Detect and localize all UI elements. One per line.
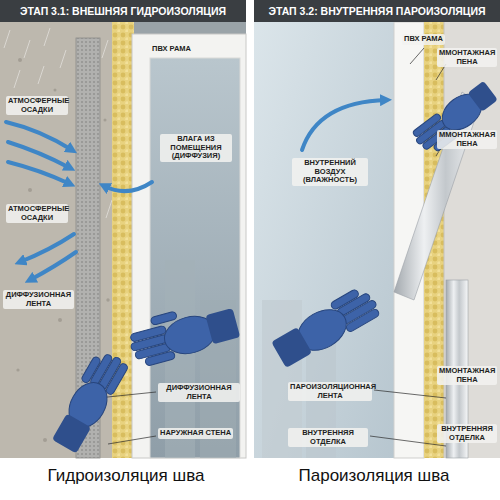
part-label: ВНУТРЕННЯЯ ОТДЕЛКА xyxy=(288,428,368,447)
part-label: АТМОСФЕРНЫЕ ОСАДКИ xyxy=(6,96,68,115)
part-label: ММОНТАЖНАЯ ПЕНА xyxy=(437,366,497,385)
interior-finish-part xyxy=(444,22,445,458)
moisture-arrows-left xyxy=(6,122,152,280)
left-panel-scene xyxy=(0,0,246,458)
left-panel-scene-part xyxy=(16,368,19,371)
foam-strip-left-part xyxy=(112,22,134,458)
interior-finish-part xyxy=(444,22,500,458)
foam-strip-left xyxy=(112,22,134,458)
left-panel-scene-part xyxy=(54,89,57,92)
glove-hand xyxy=(125,296,241,368)
left-panel-scene-part xyxy=(0,22,116,458)
moisture-arrow-right-part xyxy=(302,100,386,150)
left-panel-scene-part xyxy=(28,188,32,192)
glove-hand-part xyxy=(145,351,176,366)
glove-hand-part xyxy=(52,414,91,454)
window-frame-left xyxy=(132,34,246,458)
rain-streaks-part xyxy=(44,28,50,46)
stage-header-band: ЭТАП 3.2: ВНУТРЕННЯЯ ПАРОИЗОЛЯЦИЯ xyxy=(254,0,500,22)
leader-lines-right-part xyxy=(410,48,424,64)
moisture-arrows-left-part xyxy=(8,162,70,184)
glove-hand-part xyxy=(205,308,240,344)
part-label: АТМОСФЕРНЫЕ ОСАДКИ xyxy=(6,204,68,223)
window-frame-left-part xyxy=(150,58,240,458)
left-panel-scene-part xyxy=(0,0,246,458)
right-panel-scene-part xyxy=(254,22,394,458)
stage-heading: ЭТАП 3.1: ВНЕШНЯЯ ГИДРОИЗОЛЯЦИЯ xyxy=(20,5,226,18)
left-panel-scene-part xyxy=(106,298,109,301)
leader-lines-left-part xyxy=(108,436,156,444)
glove-hand xyxy=(410,78,500,158)
moisture-arrow-right xyxy=(302,100,386,150)
left-panel-scene-part xyxy=(58,318,62,322)
glove-hand-part xyxy=(468,81,498,112)
left-panel-scene-part xyxy=(18,58,22,62)
part-label: ММОНТАЖНАЯ ПЕНА xyxy=(437,48,497,67)
stage-header-band: ЭТАП 3.1: ВНЕШНЯЯ ГИДРОИЗОЛЯЦИЯ xyxy=(0,0,246,22)
part-label: НАРУЖНАЯ СТЕНА xyxy=(158,428,233,439)
panel-caption: Гидроизоляция шва xyxy=(3,466,249,486)
part-label: ДИФФУЗИОННАЯ ЛЕНТА xyxy=(158,383,240,402)
window-frame-left-part xyxy=(132,34,246,458)
part-label: ДИФФУЗИОННАЯ ЛЕНТА xyxy=(3,290,74,309)
part-label: ВНУТРЕННИЙ ВОЗДУХ (ВЛАЖНОСТЬ) xyxy=(292,158,368,186)
glove-hand-part xyxy=(330,289,360,311)
glove-hand xyxy=(269,284,383,371)
part-label: ПАРОИЗОЛЯЦИОННАЯ ЛЕНТА xyxy=(288,382,372,401)
leader-lines-right-part xyxy=(370,436,446,446)
part-label: ВЛАГА ИЗ ПОМЕЩЕНИЯ (ДИФФУЗИЯ) xyxy=(160,134,232,162)
glove-hand-part xyxy=(271,327,312,368)
rain-streaks-part xyxy=(60,50,66,68)
leader-lines-right-part xyxy=(374,390,446,398)
moisture-arrows-left-part xyxy=(30,252,76,280)
part-label: ВНУТРЕННЯЯ ОТДЕЛКА xyxy=(437,424,497,443)
rain-streaks-part xyxy=(102,40,108,58)
interior-finish xyxy=(444,22,500,458)
panel-caption: Пароизоляция шва xyxy=(251,466,497,486)
part-label: ПВХ РАМА xyxy=(402,34,445,45)
glove-hand-part xyxy=(81,356,102,384)
left-panel-scene-part xyxy=(43,438,47,442)
rain-streaks-part xyxy=(14,70,20,88)
right-panel-scene-part xyxy=(254,0,500,458)
rain-streaks-part xyxy=(24,40,30,58)
leader-lines-right xyxy=(370,48,446,446)
right-panel-scene xyxy=(254,0,500,458)
rain-streaks-part xyxy=(4,30,10,48)
left-panel-scene-part xyxy=(104,119,107,122)
part-label: ММОНТАЖНАЯ ПЕНА xyxy=(437,130,497,149)
rain-streaks-part xyxy=(106,200,112,218)
stage-heading: ЭТАП 3.2: ВНУТРЕННЯЯ ПАРОИЗОЛЯЦИЯ xyxy=(268,5,485,18)
glove-hand xyxy=(48,347,131,455)
part-label: ПВХ РАМА xyxy=(150,44,193,55)
moisture-arrows-left-part xyxy=(104,182,152,191)
rain-streaks-part xyxy=(38,66,44,84)
